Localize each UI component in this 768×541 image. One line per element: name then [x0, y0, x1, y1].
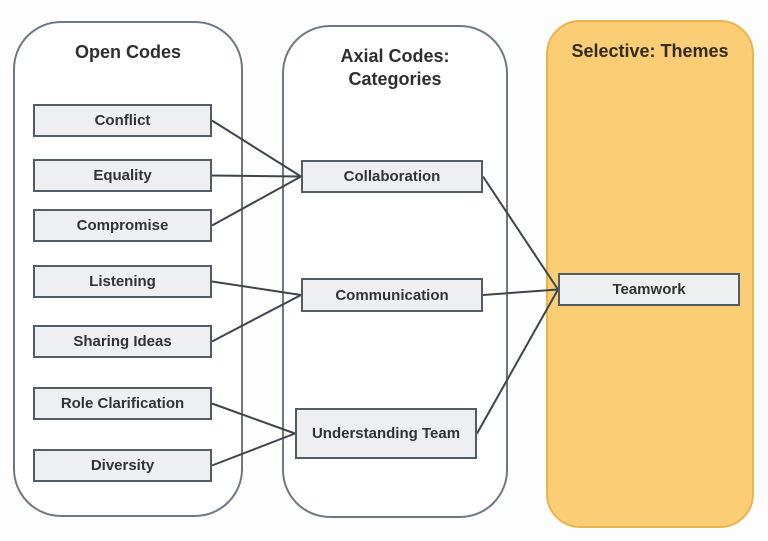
node-diversity: Diversity: [33, 449, 212, 482]
axial-codes-title: Axial Codes: Categories: [284, 45, 506, 91]
axial-codes-title-line2: Categories: [348, 69, 442, 89]
node-role-clarification: Role Clarification: [33, 387, 212, 420]
node-equality: Equality: [33, 159, 212, 192]
node-sharing-ideas: Sharing Ideas: [33, 325, 212, 358]
node-understanding-team: Understanding Team: [295, 408, 477, 459]
node-communication: Communication: [301, 278, 483, 312]
node-conflict: Conflict: [33, 104, 212, 137]
node-compromise: Compromise: [33, 209, 212, 242]
node-teamwork: Teamwork: [558, 273, 740, 306]
node-collaboration: Collaboration: [301, 160, 483, 193]
axial-codes-title-line1: Axial Codes:: [340, 46, 450, 66]
selective-themes-title: Selective: Themes: [571, 41, 729, 61]
open-codes-title: Open Codes: [74, 42, 181, 62]
node-listening: Listening: [33, 265, 212, 298]
